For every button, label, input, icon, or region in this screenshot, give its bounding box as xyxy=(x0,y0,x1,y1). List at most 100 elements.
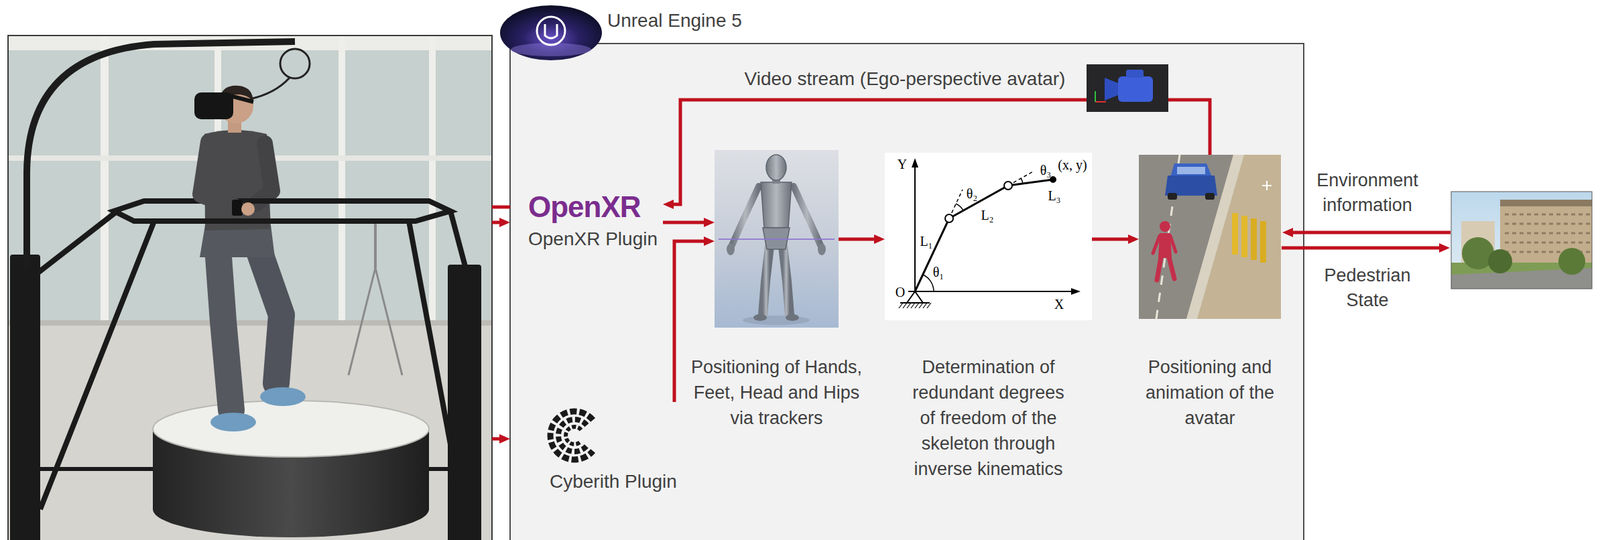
flow-arrow xyxy=(669,99,1210,205)
treadmill-photo xyxy=(194,92,234,120)
avatar-scene xyxy=(1177,166,1206,175)
skeleton-image xyxy=(731,186,759,246)
avatar-scene xyxy=(1232,213,1239,255)
cyberith-logo xyxy=(558,419,587,452)
treadmill-photo xyxy=(113,201,451,222)
skeleton-image xyxy=(726,243,735,256)
flow-label: Pedestrian State xyxy=(1317,263,1418,314)
skeleton-image xyxy=(742,315,810,326)
flow-label: Environment information xyxy=(1307,168,1428,218)
io-arrow xyxy=(491,205,511,210)
io-arrow xyxy=(491,221,504,225)
treadmill-photo xyxy=(26,41,295,269)
link-label: L₂ xyxy=(980,207,994,223)
ik-diagram xyxy=(1071,288,1081,295)
skeleton-image xyxy=(793,186,821,246)
treadmill-photo xyxy=(450,211,470,282)
axis-label: X xyxy=(1054,296,1064,312)
flow-arrow xyxy=(838,237,879,242)
ik-diagram xyxy=(906,291,923,303)
skeleton-image xyxy=(785,314,799,322)
ik-step: Determination of redundant degrees of fr… xyxy=(884,152,1092,321)
camera-icon xyxy=(1118,76,1153,102)
avatar-scene xyxy=(1159,221,1171,232)
edge-label: Video stream (Ego-perspective avatar) xyxy=(742,66,1069,92)
avatar-scene xyxy=(1250,218,1257,261)
unreal-logo xyxy=(500,5,602,61)
avatar-scene xyxy=(1167,193,1178,200)
skeleton-image xyxy=(766,154,787,181)
treadmill-photo xyxy=(447,264,482,540)
city-scene xyxy=(1558,248,1586,275)
plugin-box: OpenXROpenXR Plugin xyxy=(522,189,663,255)
camera-icon xyxy=(1086,64,1169,112)
ik-diagram xyxy=(908,290,1073,293)
treadmill-photo xyxy=(338,35,346,324)
avatar-scene xyxy=(1164,175,1218,196)
flow-arrow xyxy=(662,221,708,225)
city-scene xyxy=(1500,199,1592,207)
cyberith-logo xyxy=(550,411,594,460)
ik-diagram xyxy=(884,152,1092,321)
avatar-step: Positioning and animation of the avatar xyxy=(1138,154,1281,320)
treadmill-photo xyxy=(374,221,377,269)
treadmill-photo xyxy=(249,77,290,100)
ik-diagram xyxy=(922,274,934,292)
flow-arrow xyxy=(1091,237,1133,242)
plugin-label: Cyberith Plugin xyxy=(549,469,678,495)
ik-diagram xyxy=(911,158,919,168)
axis-label: Y xyxy=(897,156,907,172)
ik-diagram xyxy=(1004,181,1013,190)
treadmill-photo xyxy=(8,320,492,326)
angle-label: θ₁ xyxy=(933,264,945,280)
unreal-logo xyxy=(500,5,602,61)
skeleton-step: Positioning of Hands, Feet, Head and Hip… xyxy=(714,150,839,328)
engine-panel: Unreal Engine 5OpenXROpenXR PluginCyberi… xyxy=(510,43,1304,540)
ik-diagram xyxy=(884,152,1092,321)
city-scene xyxy=(1488,249,1513,274)
treadmill-photo xyxy=(201,142,236,208)
treadmill-photo xyxy=(241,202,255,216)
plugin-label: OpenXR Plugin xyxy=(528,226,658,253)
ik-diagram xyxy=(1020,178,1023,184)
angle-label: θ₃ xyxy=(1040,162,1052,178)
avatar-scene xyxy=(1205,193,1215,200)
plugin-box: Cyberith Plugin xyxy=(544,402,683,498)
treadmill-photo xyxy=(375,268,403,376)
ik-diagram xyxy=(914,179,1054,292)
skeleton-image xyxy=(782,246,790,316)
ik-diagram xyxy=(914,166,916,303)
photo-frame xyxy=(8,35,492,540)
avatar-scene xyxy=(1152,235,1176,254)
avatar-scene xyxy=(1260,221,1267,263)
treadmill-photo xyxy=(217,248,232,411)
ik-diagram xyxy=(898,302,932,309)
skeleton-image xyxy=(760,182,792,228)
step-caption: Determination of redundant degrees of fr… xyxy=(908,354,1070,482)
treadmill-photo xyxy=(260,387,306,407)
camera-icon xyxy=(1095,101,1106,103)
avatar-scene xyxy=(1170,163,1212,177)
treadmill-photo xyxy=(227,95,254,102)
treadmill-photo xyxy=(26,211,118,282)
city-scene xyxy=(1451,191,1592,289)
ik-diagram xyxy=(955,203,964,211)
city-scene xyxy=(1451,191,1592,289)
avatar-scene xyxy=(1262,180,1272,191)
treadmill-photo xyxy=(280,48,310,79)
treadmill-photo xyxy=(256,143,273,204)
skeleton-image xyxy=(718,238,835,240)
skeleton-image xyxy=(753,314,767,322)
treadmill-photo xyxy=(40,221,155,510)
skeleton-image xyxy=(817,243,826,256)
skeleton-image xyxy=(714,150,839,328)
ik-diagram xyxy=(945,214,954,223)
treadmill-photo xyxy=(348,268,376,376)
link-label: L₁ xyxy=(919,233,933,249)
treadmill-photo xyxy=(8,35,492,540)
avatar-scene xyxy=(1138,154,1281,320)
link-label: L₃ xyxy=(1047,188,1061,204)
io-arrow xyxy=(1281,246,1444,251)
camera-icon xyxy=(1086,64,1169,112)
